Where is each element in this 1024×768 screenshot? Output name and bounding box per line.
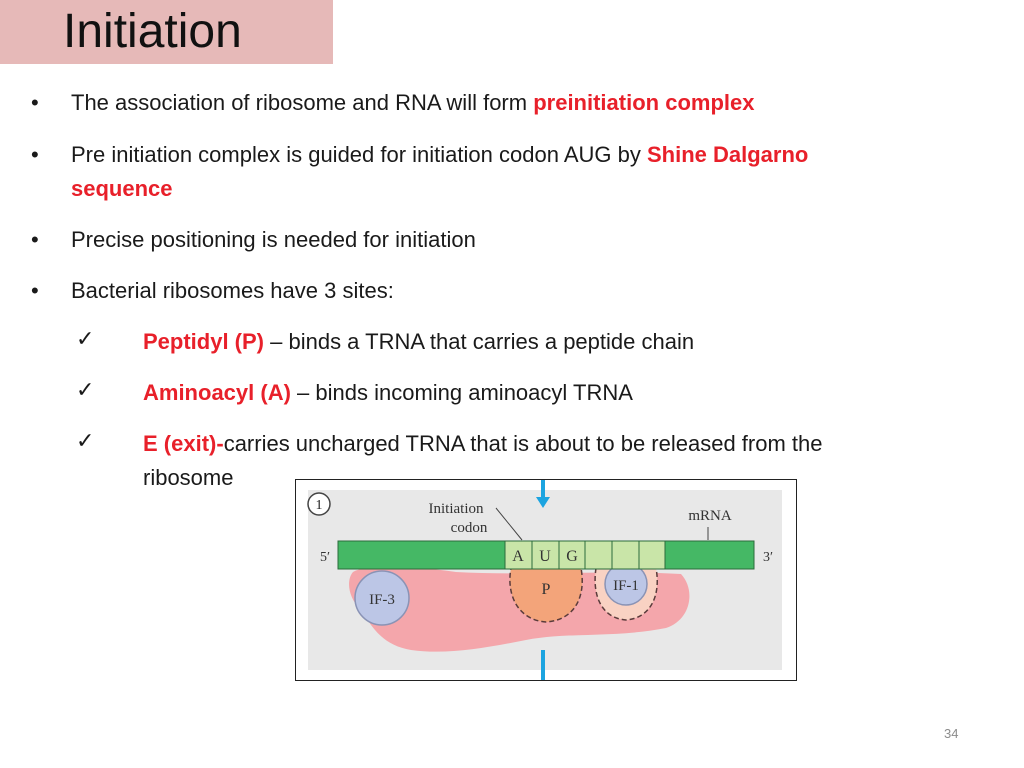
if1-label: IF-1 — [613, 578, 639, 594]
checkmark-icon: ✓ — [76, 327, 95, 352]
site-description: ribosome — [143, 465, 234, 490]
site-description: – binds a TRNA that carries a peptide ch… — [264, 329, 695, 354]
site-name: Aminoacyl (A) — [143, 380, 291, 405]
top-marker-arrowhead — [536, 497, 550, 508]
bullet-dot: • — [31, 227, 39, 252]
mrna-strand-right — [664, 540, 755, 570]
site-name: Peptidyl (P) — [143, 329, 265, 354]
codon-letter: U — [539, 548, 551, 565]
highlight-term: Shine Dalgarno — [646, 142, 809, 167]
slide-title: Initiation — [63, 5, 242, 58]
highlight-term: preinitiation complex — [533, 90, 755, 115]
highlight-term: sequence — [71, 176, 173, 201]
p-site — [509, 567, 583, 623]
next-codon-box — [584, 540, 666, 570]
bullet-text: Bacterial ribosomes have 3 sites: — [71, 278, 394, 303]
codon-letter: G — [566, 548, 578, 565]
bullet-text: The association of ribosome and RNA will… — [71, 90, 534, 115]
if3-label: IF-3 — [369, 592, 395, 608]
step-circle — [307, 492, 331, 516]
site-description: – binds incoming aminoacyl TRNA — [290, 380, 633, 405]
initiation-codon-pointer — [495, 507, 523, 541]
site-name: E (exit)- — [143, 431, 224, 456]
initiation-codon-box — [504, 540, 586, 570]
mrna-strand-left — [337, 540, 506, 570]
mrna-label: mRNA — [688, 508, 732, 524]
bullet-dot: • — [31, 142, 39, 167]
bullet-dot: • — [31, 90, 39, 115]
five-prime-label: 5′ — [320, 550, 330, 565]
site-description: carries uncharged TRNA that is about to … — [223, 431, 823, 456]
step-number: 1 — [316, 498, 323, 513]
checkmark-icon: ✓ — [76, 429, 95, 454]
three-prime-label: 3′ — [763, 550, 773, 565]
initiation-codon-label: Initiation — [429, 501, 484, 517]
ribosome-diagram-svg: 1 P IF-1 IF-3 A U G 5′ 3′ Initiation — [307, 480, 782, 680]
title-banner — [0, 0, 333, 64]
codon-letter: A — [512, 548, 524, 565]
bullet-text: Pre initiation complex is guided for ini… — [71, 142, 647, 167]
bullet-text: Precise positioning is needed for initia… — [71, 227, 476, 252]
checkmark-icon: ✓ — [76, 378, 95, 403]
if3-factor — [354, 570, 410, 626]
p-site-label: P — [542, 581, 551, 598]
bullet-dot: • — [31, 278, 39, 303]
ribosome-diagram: 1 P IF-1 IF-3 A U G 5′ 3′ Initiation — [295, 479, 797, 681]
slide-number: 34 — [944, 726, 959, 741]
initiation-codon-label: codon — [451, 520, 488, 536]
